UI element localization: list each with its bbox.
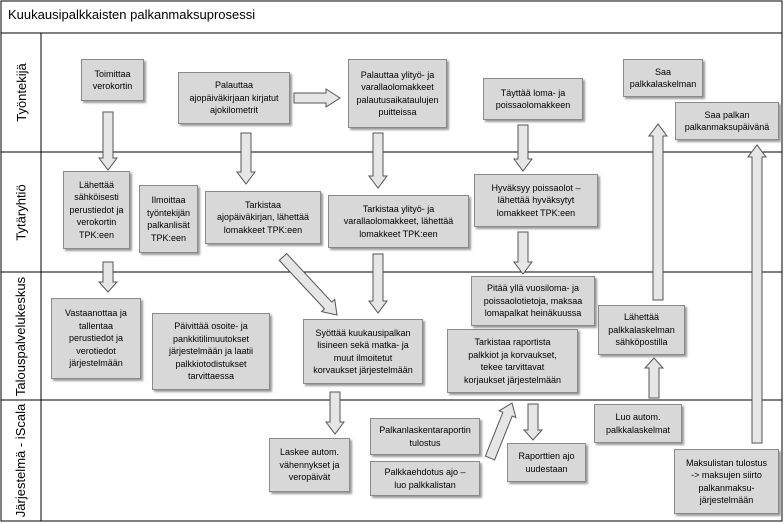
diagram-title: Kuukausipalkkaisten palkanmaksuprosessi xyxy=(8,7,256,22)
arrow-approve-to-vacation xyxy=(513,231,533,275)
step-auto-deductions: Laskee autom. vähennykset ja veropäivät xyxy=(269,438,350,492)
step-store-basic-info: Vastaanottaa ja tallentaa perustiedot ja… xyxy=(51,298,141,379)
step-fill-absence-form: Täyttää loma- ja poissaolomakkeen xyxy=(483,78,583,120)
lane-label-finance-center: Talouspalvelukeskus xyxy=(13,276,29,396)
step-rerun-reports: Raporttien ajo uudestaan xyxy=(507,443,586,482)
arrow-review-to-rerun xyxy=(522,403,544,441)
step-auto-payslips: Luo autom. palkkalaskelmat xyxy=(594,404,682,443)
step-check-driving-log: Tarkistaa ajopäiväkirjan, lähettää lomak… xyxy=(205,191,321,244)
arrow-paylist-to-salary xyxy=(747,144,767,444)
arrow-send-to-receive-payslip xyxy=(648,123,668,301)
arrow-autopayslip-to-send xyxy=(643,357,665,399)
step-send-basic-info: Lähettää sähköisesti perustiedot ja vero… xyxy=(63,171,130,249)
step-payroll-proposal-run: Palkkaehdotus ajo – luo palkkalistan xyxy=(370,461,480,496)
arrow-taxcard-to-send xyxy=(98,111,118,171)
step-update-bank-info: Päivittää osoite- ja pankkitilimuutokset… xyxy=(152,313,270,390)
step-report-pay-additions: Ilmoittaa työntekijän palkanlisät TPK:ee… xyxy=(139,185,198,253)
arrow-overtime-check-to-enter xyxy=(368,253,388,314)
step-receive-salary: Saa palkan palkanmaksupäivänä xyxy=(675,102,779,140)
step-deliver-tax-card: Toimittaa verokortin xyxy=(81,59,144,101)
step-review-report: Tarkistaa raportista palkkiot ja korvauk… xyxy=(447,329,578,393)
step-approve-absences: Hyväksyy poissaolot – lähettää hyväksyty… xyxy=(474,174,598,227)
lane-label-system: Järjestelmä - iScala xyxy=(13,403,29,518)
step-enter-monthly-salary: Syöttää kuukausipalkan lisineen sekä mat… xyxy=(303,319,423,384)
arrow-absence-to-approve xyxy=(513,124,533,172)
step-send-payslip-email: Lähettää palkkalaskelman sähköpostilla xyxy=(598,305,685,355)
arrow-check-to-enter xyxy=(278,252,338,316)
arrow-drivinglog-to-right xyxy=(293,88,341,108)
step-maintain-vacation-data: Pitää yllä vuosiloma- ja poissaolotietoj… xyxy=(471,276,595,326)
arrows-layer xyxy=(97,88,767,461)
lane-label-employee: Työntekijä xyxy=(13,63,29,122)
lane-label-subsidiary: Tytäryhtiö xyxy=(13,183,29,241)
step-print-payment-list: Maksulistan tulostus -> maksujen siirto … xyxy=(674,449,779,514)
step-receive-payslip: Saa palkkalaskelman xyxy=(623,59,703,97)
step-return-driving-log: Palauttaa ajopäiväkirjaan kirjatut ajoki… xyxy=(178,72,290,124)
arrow-overtime-to-check xyxy=(368,132,388,189)
arrow-drivinglog-to-check xyxy=(236,132,256,185)
step-check-overtime-forms: Tarkistaa ylityö- ja varallaolomakkeet, … xyxy=(328,195,469,248)
step-return-overtime-forms: Palauttaa ylityö- ja varallaolomakkeet p… xyxy=(348,59,447,128)
arrow-send-to-store xyxy=(97,261,119,293)
arrow-enter-to-deductions xyxy=(325,391,345,435)
arrow-proposal-to-report xyxy=(484,402,517,461)
step-print-payroll-report: Palkanlaskentaraportin tulostus xyxy=(370,418,480,455)
